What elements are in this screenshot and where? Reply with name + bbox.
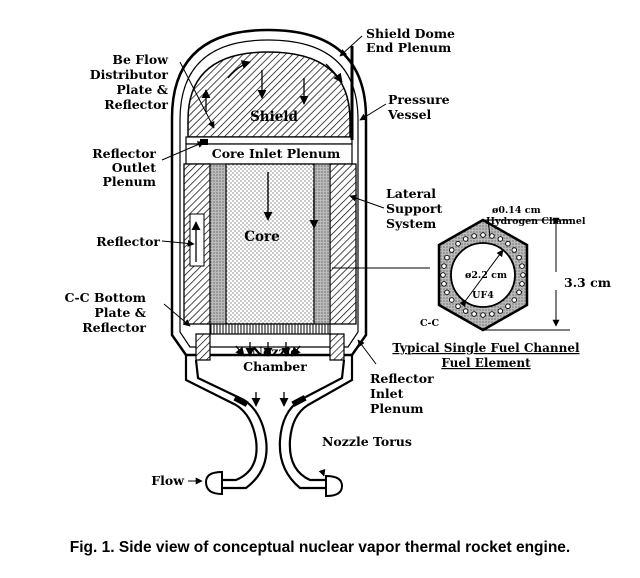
hydrogen-channel-hole <box>471 233 477 239</box>
hydrogen-channel-hole <box>444 254 450 261</box>
hydrogen-channel-hole <box>444 289 450 296</box>
fuel-column-right <box>313 163 331 325</box>
label-shield-dome-2: End Plenum <box>366 40 451 55</box>
label-flat-dim: 3.3 cm <box>564 275 611 290</box>
label-nozzle-chamber-1: Nozzle <box>252 344 299 359</box>
reflector-flow-chamber <box>189 213 205 267</box>
hydrogen-channel-hole <box>519 263 525 269</box>
label-reflector-outlet-1: Reflector <box>92 146 156 161</box>
label-cc: C-C <box>420 318 440 329</box>
fuel-column-left <box>209 163 227 325</box>
hydrogen-channel-hole <box>497 236 504 242</box>
label-be-flow-4: Reflector <box>104 97 168 112</box>
hydrogen-channel-hole <box>462 308 469 314</box>
label-shield-dome-1: Shield Dome <box>366 26 455 41</box>
label-be-flow-3: Plate & <box>116 82 168 97</box>
label-cc-bottom-1: C-C Bottom <box>65 290 146 305</box>
hydrogen-channel-hole <box>480 312 486 318</box>
label-hole-dim: ø0.14 cm <box>492 205 541 216</box>
hydrogen-channel-hole <box>519 281 525 287</box>
label-reflector-inlet-1: Reflector <box>370 371 434 386</box>
label-hydrogen-channel: Hydrogen Channel <box>486 216 586 227</box>
label-nozzle-chamber-2: Chamber <box>243 359 307 374</box>
label-lateral-2: Support <box>386 201 443 216</box>
hydrogen-channel-hole <box>448 297 455 303</box>
reflector-inlet-block-right <box>329 333 345 361</box>
fuel-element-detail <box>437 218 529 332</box>
label-reflector-inlet-2: Inlet <box>370 386 404 401</box>
label-fuel-title-2: Fuel Element <box>441 356 531 370</box>
reflector-inlet-block-left <box>195 333 211 361</box>
nozzle <box>184 355 354 490</box>
hydrogen-channel-hole <box>516 289 522 296</box>
hydrogen-channel-hole <box>511 247 518 253</box>
hydrogen-channel-hole <box>511 297 518 303</box>
leader-lines <box>161 35 387 485</box>
label-nozzle-torus: Nozzle Torus <box>322 434 412 449</box>
label-reflector-outlet-2: Outlet <box>112 160 156 175</box>
hydrogen-channel-hole <box>489 311 495 317</box>
hydrogen-channel-ring <box>440 232 526 318</box>
label-reflector: Reflector <box>96 234 160 249</box>
hydrogen-channel-hole <box>441 263 447 269</box>
side-reflector-right <box>329 163 357 325</box>
hydrogen-channel-hole <box>505 303 511 310</box>
label-uf4: UF4 <box>472 290 494 301</box>
hydrogen-channel-hole <box>471 311 477 317</box>
hydrogen-channel-hole <box>455 303 461 310</box>
hydrogen-channel-hole <box>440 272 446 278</box>
label-pressure-vessel-1: Pressure <box>388 92 450 107</box>
label-lateral-1: Lateral <box>386 186 436 201</box>
hydrogen-channel-hole <box>520 272 526 278</box>
hydrogen-channel-hole <box>455 240 461 247</box>
nozzle-torus-shape <box>204 470 344 498</box>
label-core-inlet: Core Inlet Plenum <box>212 146 340 161</box>
hydrogen-channel-hole <box>497 308 504 314</box>
label-pressure-vessel-2: Vessel <box>387 107 432 122</box>
label-shield: Shield <box>250 109 298 125</box>
nozzle-coolant-band-right <box>291 395 307 407</box>
label-flow: Flow <box>151 473 185 488</box>
dimension-3-3cm <box>484 217 570 331</box>
hydrogen-channel-hole <box>441 281 447 287</box>
label-reflector-outlet-3: Plenum <box>102 174 156 189</box>
core-region <box>225 163 315 325</box>
label-be-flow-1: Be Flow <box>112 52 169 67</box>
label-reflector-inlet-3: Plenum <box>370 401 424 416</box>
hydrogen-channel-hole <box>448 247 455 253</box>
hydrogen-channel-hole <box>462 236 469 242</box>
figure-caption: Fig. 1. Side view of conceptual nuclear … <box>70 539 570 556</box>
label-channel-dim: ø2.2 cm <box>465 270 507 281</box>
label-core: Core <box>244 229 279 245</box>
bottom-plate <box>209 323 331 335</box>
hydrogen-channel-hole <box>480 232 486 238</box>
label-cc-bottom-2: Plate & <box>94 305 146 320</box>
distributor-plate <box>185 136 353 145</box>
flow-arrows <box>191 60 343 407</box>
hydrogen-channel-hole <box>516 254 522 261</box>
label-lateral-3: System <box>386 216 436 231</box>
nozzle-coolant-band-left <box>233 395 249 407</box>
hydrogen-channel-hole <box>505 240 511 247</box>
label-fuel-title-1: Typical Single Fuel Channel <box>392 341 580 355</box>
label-be-flow-2: Distributor <box>90 67 169 82</box>
label-cc-bottom-3: Reflector <box>82 320 146 335</box>
